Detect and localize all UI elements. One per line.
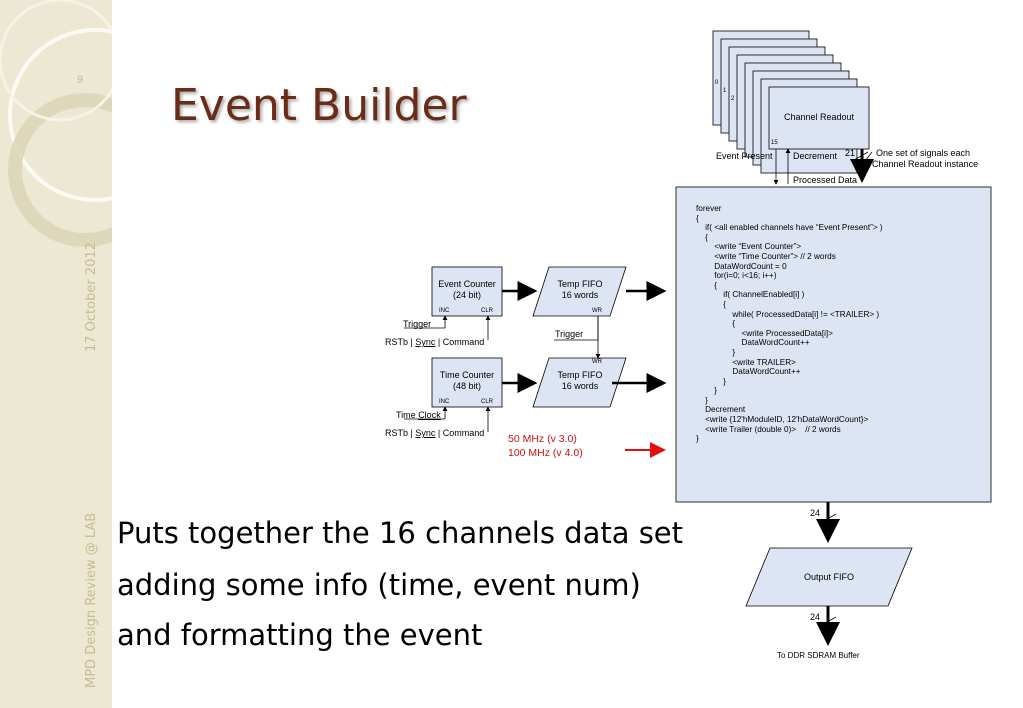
rstb-2-a: RSTb <box>385 428 409 438</box>
event-builder-box <box>675 186 992 503</box>
time-counter-line2: (48 bit) <box>452 381 481 391</box>
bus-width-24-top: 24 <box>810 508 821 518</box>
code-line: <write TRAILER> <box>696 357 796 367</box>
temp-fifo-1-line1: Temp FIFO <box>557 279 603 289</box>
slide-number: 9 <box>77 74 84 86</box>
code-line: <write {12'hModuleID, 12'hDataWordCount}… <box>696 415 869 425</box>
slide-title: Event Builder <box>171 80 467 131</box>
clock-freq-v4: 100 MHz (v 4.0) <box>508 447 583 459</box>
sidebar-decoration: 17 October 2012 MPD Design Review @ LAB <box>0 0 112 708</box>
temp-fifo-1-label: Temp FIFO 16 words <box>540 279 620 301</box>
channel-readout-label: Channel Readout <box>783 112 855 122</box>
code-line: DataWordCount++ <box>696 367 801 377</box>
event-present-label: Event Present <box>716 151 773 161</box>
decrement-label: Decrement <box>793 151 838 161</box>
trigger-label-2: Trigger <box>555 329 584 339</box>
code-line: <write ProcessedData[i]> <box>696 328 833 338</box>
decorative-rings <box>0 0 112 247</box>
code-line: <write “Event Counter”> <box>696 242 802 252</box>
rstb-2-c: Command <box>442 428 485 438</box>
code-line: } <box>696 376 727 386</box>
code-line: <write “Time Counter”> // 2 words <box>696 251 836 261</box>
rstb-2-sep1: | <box>410 428 413 438</box>
code-line: DataWordCount = 0 <box>696 261 787 271</box>
output-fifo-label: Output FIFO <box>803 572 854 582</box>
code-line: { <box>696 280 717 290</box>
code-line: { <box>696 319 736 329</box>
channel-note-line2: Channel Readout instance <box>872 159 979 169</box>
channel-readout-stack <box>712 30 870 174</box>
code-line: { <box>696 232 708 242</box>
temp-fifo-2-label: Temp FIFO 16 words <box>540 370 620 392</box>
channel-index-1: 1 <box>723 88 727 94</box>
processed-data-label: Processed Data <box>793 175 858 185</box>
event-counter-line1: Event Counter <box>438 279 496 289</box>
channel-index-15: 15 <box>771 140 778 146</box>
event-builder-pseudocode: forever { if( <all enabled channels have… <box>696 204 883 444</box>
temp-fifo-2-line2: 16 words <box>561 381 599 391</box>
rstb-2-b: Sync <box>415 428 436 438</box>
code-line: { <box>696 213 699 223</box>
destination-label: To DDR SDRAM Buffer <box>777 651 860 660</box>
rstb-1-b: Sync <box>415 337 436 347</box>
temp-fifo-1-line2: 16 words <box>561 290 599 300</box>
channel-index-2: 2 <box>731 96 735 102</box>
event-counter-label: Event Counter (24 bit) <box>432 279 502 301</box>
event-counter-clr: CLR <box>481 308 494 314</box>
temp-fifo-2-line1: Temp FIFO <box>557 370 603 380</box>
code-line: } <box>696 386 717 396</box>
bus-width-24-bottom: 24 <box>810 612 821 622</box>
rstb-sync-command-2: RSTb | Sync | Command <box>385 428 484 439</box>
bus-width-21: 21 <box>845 148 856 158</box>
code-line: for(i=0; i<16; i++) <box>696 271 777 281</box>
time-clock-b: Clock <box>418 410 441 420</box>
clock-freq-v3: 50 MHz (v 3.0) <box>508 433 577 445</box>
code-line: <write Trailer (double 0)> // 2 words <box>696 424 841 434</box>
time-counter-label: Time Counter (48 bit) <box>432 370 502 392</box>
time-counter-clr: CLR <box>481 399 494 405</box>
body-line-2: adding some info (time, event num) <box>117 568 641 602</box>
time-clock-a: Time <box>396 410 416 420</box>
code-line: } <box>696 395 708 405</box>
code-line: forever <box>696 204 722 213</box>
temp-fifo-1-wr: WR <box>592 308 602 314</box>
code-line: DataWordCount++ <box>696 338 810 348</box>
time-counter-line1: Time Counter <box>439 370 495 380</box>
code-line: { <box>696 299 727 309</box>
body-line-1: Puts together the 16 channels data set <box>117 516 684 550</box>
channel-note-line1: One set of signals each <box>876 148 971 158</box>
code-line: Decrement <box>696 405 746 415</box>
body-line-3: and formatting the event <box>117 618 483 652</box>
code-line: while( ProcessedData[i] != <TRAILER> ) <box>696 309 880 319</box>
rstb-1-a: RSTb <box>385 337 409 347</box>
code-line: if( <all enabled channels have “Event Pr… <box>696 223 883 233</box>
rstb-2-sep2: | <box>437 428 441 438</box>
temp-fifo-2-wr: WR <box>592 359 602 365</box>
code-line: if( ChannelEnabled[i] ) <box>696 290 805 300</box>
rstb-1-sep2: | <box>437 337 441 347</box>
event-counter-line2: (24 bit) <box>452 290 481 300</box>
trigger-label-1: Trigger <box>403 319 432 329</box>
rstb-1-sep1: | <box>410 337 413 347</box>
code-line: } <box>696 347 736 357</box>
time-counter-inc: INC <box>439 399 450 405</box>
rstb-1-c: Command <box>442 337 485 347</box>
channel-index-0: 0 <box>715 80 719 86</box>
rstb-sync-command-1: RSTb | Sync | Command <box>385 337 484 348</box>
time-clock-label: Time Clock <box>396 410 441 421</box>
code-line: } <box>696 434 699 444</box>
event-counter-inc: INC <box>439 308 450 314</box>
